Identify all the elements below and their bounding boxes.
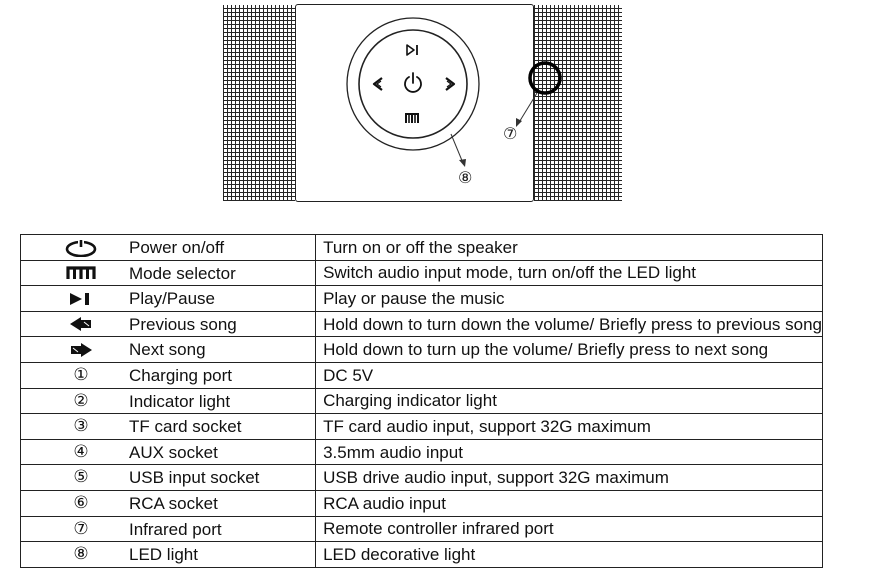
speaker-grille-right (534, 5, 622, 201)
component-number: ② (73, 390, 89, 411)
table-row: Previous song Hold down to turn down the… (19, 310, 823, 338)
symbol-name-cell: ⑦ Infrared port (19, 515, 317, 543)
component-name: TF card socket (129, 417, 242, 437)
power-icon (404, 72, 422, 93)
symbol-name-cell: ① Charging port (19, 361, 317, 389)
component-description: Hold down to turn up the volume/ Briefly… (315, 336, 823, 363)
component-name: Power on/off (129, 238, 225, 257)
component-name: USB input socket (129, 468, 260, 488)
symbol-name-cell: ⑤ USB input socket (19, 464, 317, 491)
component-name: Play/Pause (129, 289, 215, 309)
symbol-name-cell: Play/Pause (19, 285, 317, 312)
table-row: ⑥ RCA socket RCA audio input (19, 489, 823, 517)
symbol-name-cell: Mode selector (19, 259, 317, 287)
component-description: Hold down to turn down the volume/ Brief… (315, 310, 823, 338)
speaker-front-panel (295, 4, 534, 202)
symbol-name-cell: Power on/off (19, 234, 317, 261)
component-description: 3.5mm audio input (315, 438, 823, 466)
symbol-name-cell: Next song (19, 336, 317, 363)
control-disc (358, 29, 468, 139)
component-number: ⑤ (73, 467, 89, 488)
play-pause-icon (406, 44, 418, 56)
component-name: LED light (129, 545, 198, 565)
table-row: ⑤ USB input socket USB drive audio input… (19, 464, 823, 491)
component-name: Next song (129, 340, 206, 360)
table-row: Play/Pause Play or pause the music (19, 285, 823, 312)
led-light-ring (346, 17, 480, 151)
infrared-port-highlight (528, 61, 562, 95)
next-icon (61, 339, 101, 360)
play-pause-icon (61, 288, 101, 309)
legend-table: Power on/off Turn on or off the speaker … (19, 234, 823, 568)
component-name: AUX socket (129, 442, 218, 462)
speaker-front-diagram: ⑦ ⑧ (0, 0, 891, 210)
symbol-name-cell: ⑧ LED light (19, 541, 317, 568)
component-description: TF card audio input, support 32G maximum (315, 413, 823, 440)
component-description: LED decorative light (315, 541, 823, 568)
mode-icon (61, 263, 101, 284)
component-description: Charging indicator light (315, 387, 823, 415)
table-row: Mode selector Switch audio input mode, t… (19, 259, 823, 287)
previous-icon (372, 77, 383, 91)
next-icon (445, 77, 456, 91)
component-description: DC 5V (315, 361, 823, 389)
symbol-name-cell: ③ TF card socket (19, 413, 317, 440)
component-description: Remote controller infrared port (315, 515, 823, 543)
callout-8-line (450, 133, 464, 164)
table-row: Next song Hold down to turn up the volum… (19, 336, 823, 363)
component-description: USB drive audio input, support 32G maxim… (315, 464, 823, 491)
component-name: Previous song (129, 314, 237, 334)
symbol-name-cell: ② Indicator light (19, 387, 317, 415)
component-description: Turn on or off the speaker (315, 234, 823, 261)
control-panel-drawing (346, 17, 562, 167)
power-icon (61, 237, 101, 258)
component-name: Indicator light (129, 391, 231, 411)
callout-7-arrowhead (516, 118, 522, 127)
component-number: ⑦ (73, 518, 89, 539)
previous-icon (61, 314, 101, 335)
component-number: ⑥ (73, 492, 89, 513)
component-number: ⑧ (73, 544, 89, 565)
component-number: ④ (73, 441, 89, 462)
callout-label-led-light: ⑧ (458, 168, 473, 187)
callout-7-line (517, 92, 538, 125)
callout-8-arrowhead (459, 159, 466, 167)
callout-label-infrared-port: ⑦ (503, 124, 518, 143)
table-row: ④ AUX socket 3.5mm audio input (19, 438, 823, 466)
table-row: ③ TF card socket TF card audio input, su… (19, 413, 823, 440)
symbol-name-cell: ④ AUX socket (19, 438, 317, 466)
component-number: ① (73, 364, 89, 385)
symbol-name-cell: Previous song (19, 310, 317, 338)
component-name: Charging port (129, 365, 233, 385)
table-row: ① Charging port DC 5V (19, 361, 823, 389)
component-number: ③ (73, 416, 89, 437)
table-row: ② Indicator light Charging indicator lig… (19, 387, 823, 415)
component-name: Infrared port (129, 519, 222, 539)
table-row: Power on/off Turn on or off the speaker (19, 234, 823, 261)
component-name: Mode selector (129, 263, 236, 283)
table-row: ⑦ Infrared port Remote controller infrar… (19, 515, 823, 543)
component-description: Play or pause the music (315, 285, 823, 312)
component-name: RCA socket (129, 493, 218, 513)
component-description: Switch audio input mode, turn on/off the… (315, 259, 823, 287)
symbol-name-cell: ⑥ RCA socket (19, 489, 317, 517)
mode-icon (405, 113, 419, 123)
speaker-grille-left (223, 5, 295, 201)
table-row: ⑧ LED light LED decorative light (19, 541, 823, 568)
component-description: RCA audio input (315, 489, 823, 517)
